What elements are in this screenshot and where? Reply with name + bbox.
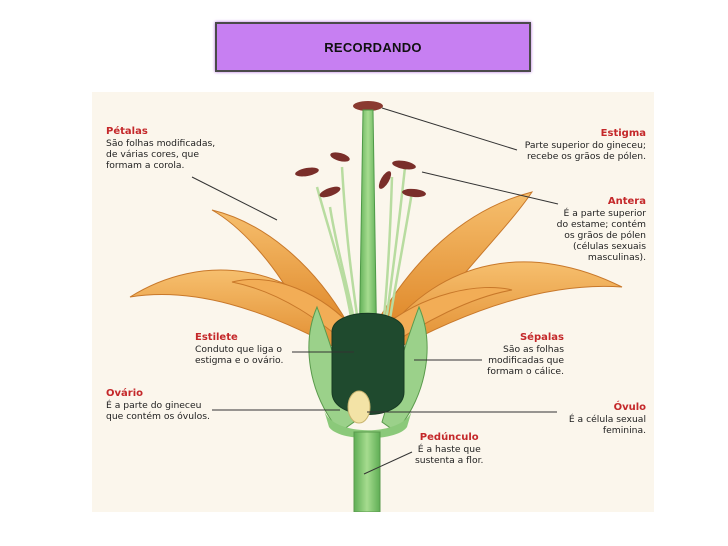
leader-petalas bbox=[191, 176, 278, 221]
anther bbox=[330, 152, 350, 162]
petals bbox=[129, 191, 623, 355]
label-ovulo-body: É a célula sexual feminina. bbox=[568, 414, 646, 436]
label-ovario-head: Ovário bbox=[106, 388, 143, 399]
leader-antera bbox=[421, 171, 559, 205]
label-estigma-head: Estigma bbox=[600, 128, 646, 139]
label-estilete: Estilete Conduto que liga o estigma e o … bbox=[195, 332, 283, 366]
label-estigma-body: Parte superior do gineceu; recebe os grã… bbox=[524, 140, 646, 162]
label-ovulo: Óvulo É a célula sexual feminina. bbox=[569, 402, 646, 436]
peduncle bbox=[353, 431, 381, 512]
anther bbox=[295, 167, 319, 177]
label-petalas: Pétalas São folhas modificadas, de vária… bbox=[106, 126, 215, 171]
label-antera-head: Antera bbox=[607, 196, 646, 207]
flower-illustration bbox=[129, 101, 623, 512]
ovary bbox=[331, 312, 405, 415]
label-ovulo-head: Óvulo bbox=[613, 402, 646, 413]
leader-estigma bbox=[381, 107, 518, 151]
label-petalas-head: Pétalas bbox=[106, 126, 148, 137]
label-pedunculo-body: É a haste que sustenta a flor. bbox=[415, 444, 484, 466]
label-estigma: Estigma Parte superior do gineceu; receb… bbox=[525, 128, 646, 162]
petal-left-front bbox=[231, 278, 358, 351]
label-antera: Antera É a parte superior do estame; con… bbox=[557, 196, 646, 263]
leader-lines bbox=[191, 107, 559, 475]
label-sepalas-body: São as folhas modificadas que formam o c… bbox=[487, 344, 564, 377]
label-sepalas-head: Sépalas bbox=[519, 332, 564, 343]
anthers bbox=[295, 101, 426, 198]
flower-diagram-panel: Pétalas São folhas modificadas, de vária… bbox=[92, 92, 654, 512]
petal-left-upper bbox=[211, 209, 349, 323]
label-pedunculo: Pedúnculo É a haste que sustenta a flor. bbox=[415, 432, 483, 466]
label-estilete-body: Conduto que liga o estigma e o ovário. bbox=[195, 344, 284, 366]
label-pedunculo-head: Pedúnculo bbox=[419, 432, 479, 443]
label-sepalas: Sépalas São as folhas modificadas que fo… bbox=[487, 332, 564, 377]
anther bbox=[402, 188, 426, 198]
anther bbox=[319, 186, 341, 198]
anther bbox=[392, 160, 416, 170]
label-estilete-head: Estilete bbox=[195, 332, 238, 343]
leader-pedunculo bbox=[363, 451, 413, 475]
title-text: RECORDANDO bbox=[324, 39, 422, 55]
label-ovario-body: É a parte do gineceu que contém os óvulo… bbox=[106, 400, 210, 422]
anther bbox=[378, 171, 392, 189]
label-ovario: Ovário É a parte do gineceu que contém o… bbox=[106, 388, 210, 422]
stigma-head bbox=[353, 101, 383, 111]
petal-right-lower bbox=[381, 261, 623, 355]
title-banner: RECORDANDO bbox=[215, 22, 531, 72]
ovule bbox=[347, 390, 371, 424]
label-petalas-body: São folhas modificadas, de várias cores,… bbox=[106, 138, 216, 171]
label-antera-body: É a parte superior do estame; contém os … bbox=[556, 208, 646, 263]
receptacle bbox=[324, 410, 412, 439]
